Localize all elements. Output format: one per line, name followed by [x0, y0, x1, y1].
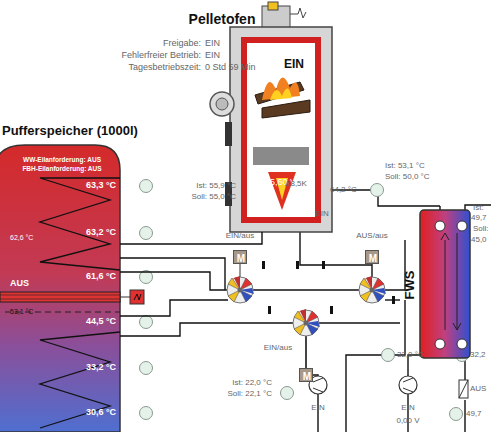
value-label: Soll: 55,0 °C: [191, 193, 236, 202]
value-label: 0 Std 59 Min: [205, 63, 256, 73]
value-label: Ist: 22,0 °C: [232, 379, 272, 388]
node-text: EIN: [284, 58, 304, 71]
actuator-box: M: [233, 250, 247, 264]
value-label: 0,00 V: [396, 417, 419, 426]
value-label: Freigabe:: [163, 39, 201, 49]
actuator-box: M: [299, 368, 313, 382]
value-label: Tagesbetriebszeit:: [128, 63, 201, 73]
pipe-connector: [120, 232, 262, 244]
value-label: Fehlerfreier Betrieb:: [121, 51, 201, 61]
value-label: EIN: [315, 210, 328, 219]
node-text: FWS: [403, 271, 417, 300]
value-label: AUS/aus: [356, 232, 388, 241]
value-label: Soll: 50,0 °C: [385, 173, 430, 182]
value-label: EIN: [311, 404, 324, 413]
value-label: 49,7: [471, 214, 487, 223]
node-text: 53,1 °C: [10, 308, 33, 316]
value-label: 63,3 °C: [86, 181, 116, 191]
value-label: Ist: 53,1 °C: [385, 162, 425, 171]
stove-housing: PelletofenEIN5,60 V: [230, 27, 332, 232]
node-text: M: [369, 253, 377, 264]
value-label: EIN/aus: [264, 344, 292, 353]
node-text: FBH-Eilanforderung: AUS: [22, 165, 101, 172]
value-label: 44,5 °C: [86, 317, 116, 327]
value-label: Ist: 55,9 °C: [196, 182, 236, 191]
actuator-box: M: [365, 250, 379, 264]
value-label: AUS: [470, 385, 486, 394]
value-label: EIN/aus: [226, 232, 254, 241]
value-label: EIN: [205, 51, 220, 61]
value-label: Soll: 22,1 °C: [227, 390, 272, 399]
value-label: 33,2 °C: [86, 363, 116, 373]
value-label: EIN: [401, 404, 414, 413]
node-text: 62,6 °C: [10, 234, 33, 242]
heat-exchanger: FWS: [420, 210, 470, 358]
node-text: WW-Eilanforderung: AUS: [23, 156, 101, 163]
node-text: M: [303, 371, 311, 382]
value-label: AUS: [10, 279, 29, 289]
node-text: Pelletofen: [189, 12, 256, 27]
value-label: 49,7: [466, 410, 482, 419]
node-text: M: [237, 253, 245, 264]
value-label: 64,2 °C: [330, 186, 357, 195]
value-label: 32,2: [470, 351, 486, 360]
value-label: Ist:: [473, 204, 484, 213]
value-label: Soll:: [473, 225, 489, 234]
value-label: 63,2 °C: [86, 228, 116, 238]
node-text: Pufferspeicher (1000l): [2, 124, 138, 138]
value-label: 32,0 °C: [397, 351, 424, 360]
value-label: EIN: [205, 39, 220, 49]
value-label: 30,6 °C: [86, 408, 116, 418]
value-label: 61,6 °C: [86, 272, 116, 282]
value-label: 45,0: [471, 236, 487, 245]
value-label: Δ8,5K: [285, 180, 307, 189]
